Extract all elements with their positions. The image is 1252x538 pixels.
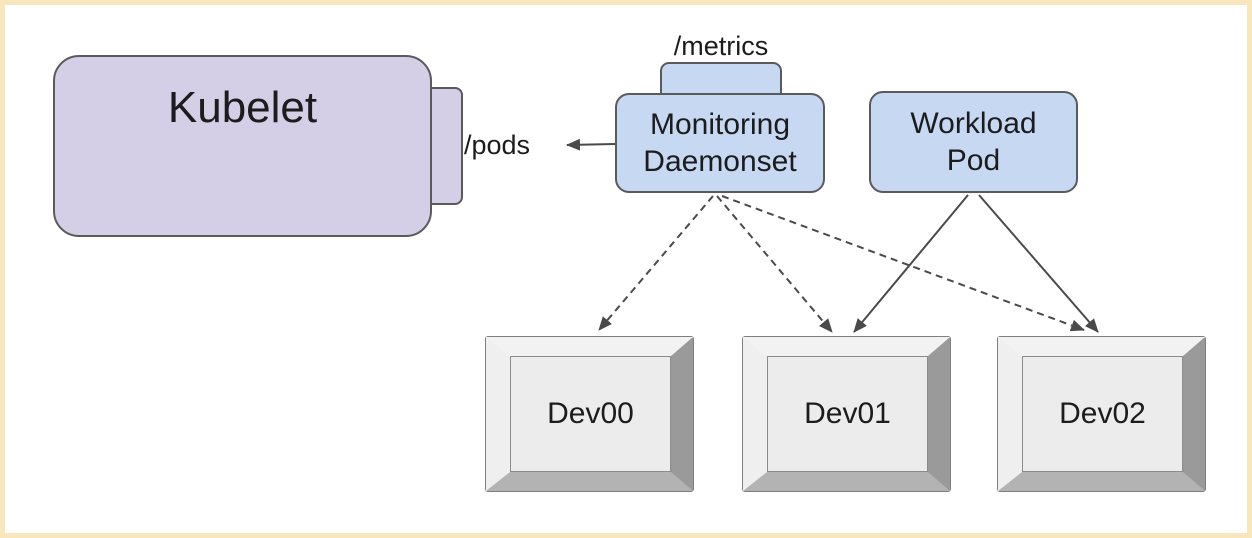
device-label-dev02: Dev02 (1059, 397, 1146, 430)
device-face: Dev02 (1022, 356, 1183, 472)
edge-workload-to-dev02 (978, 194, 1099, 333)
monitoring-daemonset-label-line1: Monitoring (649, 108, 791, 141)
monitoring-daemonset-label-line2: Daemonset (643, 145, 797, 178)
pods-endpoint-label: /pods (464, 130, 531, 160)
device-bevel: Dev00 (486, 337, 693, 491)
device-bevel: Dev02 (998, 337, 1205, 491)
device-node-dev00: Dev00 (485, 336, 694, 492)
edge-monitoring-to-dev02 (721, 195, 1085, 332)
device-label-dev01: Dev01 (804, 397, 891, 430)
kubelet-label: Kubelet (167, 83, 318, 132)
monitoring-daemonset-node: Monitoring Daemonset (615, 93, 825, 193)
device-bevel: Dev01 (743, 337, 950, 491)
workload-pod-node: Workload Pod (869, 91, 1078, 193)
workload-pod-label-line1: Workload (910, 107, 1037, 140)
device-face: Dev00 (510, 356, 671, 472)
edge-monitoring-to-kubelet-pods (566, 138, 616, 151)
edge-monitoring-to-dev01 (716, 195, 833, 333)
device-label-dev00: Dev00 (547, 397, 634, 430)
kubelet-node: Kubelet (53, 55, 432, 237)
device-node-dev01: Dev01 (742, 336, 951, 492)
metrics-endpoint-label: /metrics (673, 31, 769, 61)
device-face: Dev01 (767, 356, 928, 472)
edge-workload-to-dev01 (853, 194, 969, 333)
workload-pod-label-line2: Pod (946, 144, 1001, 177)
edge-monitoring-to-dev00 (598, 195, 714, 331)
device-node-dev02: Dev02 (997, 336, 1206, 492)
